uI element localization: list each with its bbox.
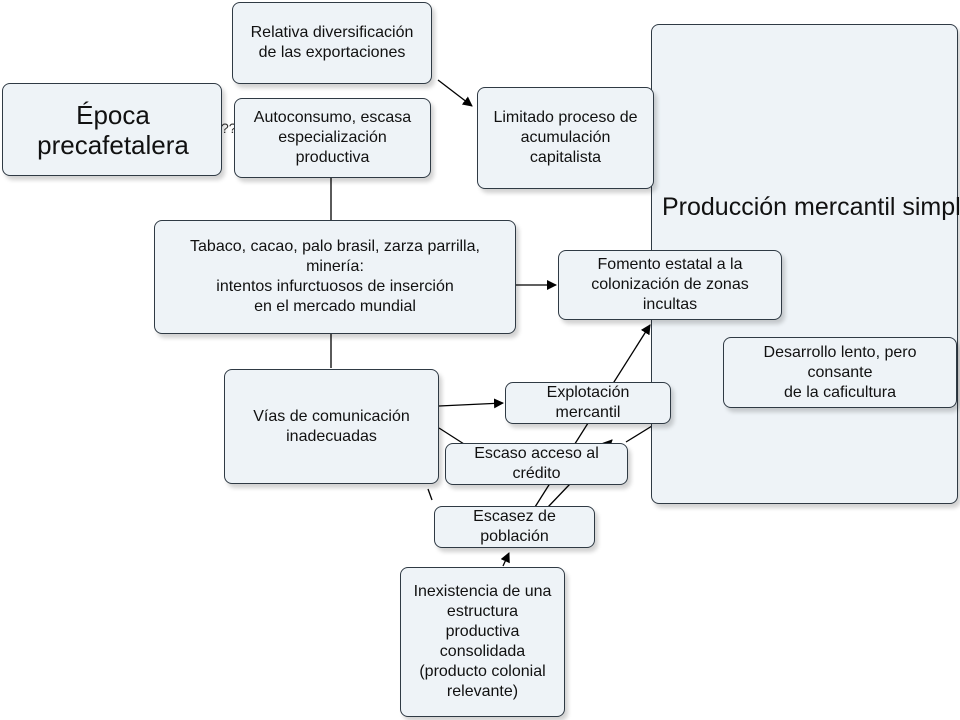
connector-credito-region <box>625 425 653 443</box>
region-title: Producción mercantil simple <box>662 193 960 221</box>
node-vias-label: Vías de comunicación inadecuadas <box>253 407 410 445</box>
node-autoconsumo-label: Autoconsumo, escasa especialización prod… <box>253 109 412 166</box>
arrow-inexistencia-poblacion <box>500 552 510 567</box>
epoch-title: Época precafetalera <box>37 99 189 160</box>
node-diversificacion-label: Relativa diversificación de las exportac… <box>250 24 414 61</box>
connector-vias-poblacion <box>427 488 433 501</box>
node-autoconsumo: Autoconsumo, escasa especialización prod… <box>234 98 431 178</box>
node-tabaco: Tabaco, cacao, palo brasil, zarza parril… <box>154 220 516 334</box>
node-diversificacion: Relativa diversificación de las exportac… <box>232 2 432 84</box>
node-poblacion-label: Escasez de población <box>473 508 556 545</box>
node-inexistencia-label: Inexistencia de una estructura productiv… <box>413 583 552 700</box>
node-acumulacion: Limitado proceso de acumulación capitali… <box>477 87 654 189</box>
node-fomento: Fomento estatal a la colonización de zon… <box>558 250 782 320</box>
node-credito: Escaso acceso al crédito <box>445 443 628 485</box>
node-explotacion-label: Explotación mercantil <box>546 384 630 421</box>
node-desarrollo-label: Desarrollo lento, pero consante de la ca… <box>763 343 917 401</box>
node-tabaco-label: Tabaco, cacao, palo brasil, zarza parril… <box>190 238 480 315</box>
arrow-vias-explotacion <box>438 398 504 409</box>
epoch-suffix-mark: ?? <box>221 120 237 136</box>
node-credito-label: Escaso acceso al crédito <box>474 445 599 482</box>
node-inexistencia: Inexistencia de una estructura productiv… <box>400 567 565 717</box>
node-acumulacion-label: Limitado proceso de acumulación capitali… <box>493 109 638 166</box>
node-fomento-label: Fomento estatal a la colonización de zon… <box>591 256 749 313</box>
arrow-diversificacion-acumulacion <box>437 79 473 107</box>
connector-vias-credito <box>438 427 465 445</box>
node-explotacion: Explotación mercantil <box>505 382 671 424</box>
epoch-title-box: Época precafetalera <box>2 83 222 176</box>
node-desarrollo: Desarrollo lento, pero consante de la ca… <box>723 337 957 408</box>
node-poblacion: Escasez de población <box>434 506 595 548</box>
node-vias: Vías de comunicación inadecuadas <box>224 369 439 484</box>
